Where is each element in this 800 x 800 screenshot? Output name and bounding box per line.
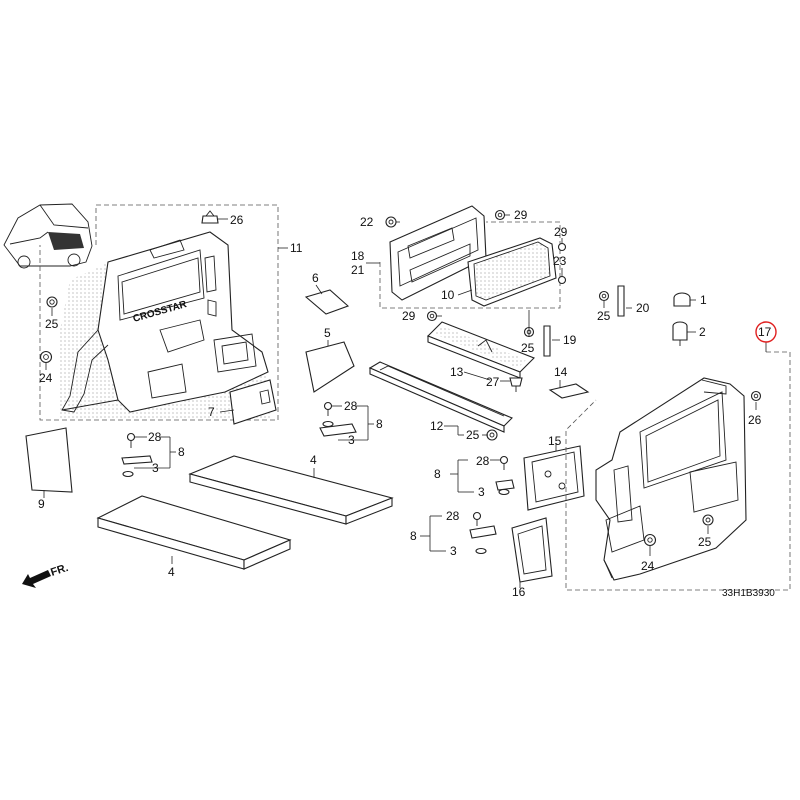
part-24-clip-right bbox=[643, 533, 657, 547]
part-29-23-clip-right bbox=[557, 242, 567, 285]
leader-lines bbox=[278, 214, 767, 556]
front-direction-label: FR. bbox=[49, 562, 70, 579]
part-4-floor-board-rear bbox=[188, 455, 394, 525]
callout-13: 13 bbox=[450, 365, 464, 379]
part-14-cover bbox=[548, 383, 590, 399]
callout-4: 4 bbox=[168, 565, 175, 579]
part-29-clip-top bbox=[494, 209, 506, 221]
part-25-clip-20 bbox=[598, 290, 610, 302]
part-25-clip-right bbox=[702, 514, 714, 526]
callout-17: 17 bbox=[758, 325, 772, 339]
part-4-floor-board-front bbox=[96, 495, 292, 570]
part-17-right-side-lining bbox=[565, 351, 791, 591]
part-13-sill-plate bbox=[427, 321, 535, 379]
part-27-clip bbox=[509, 377, 523, 392]
callout-29: 29 bbox=[514, 208, 528, 222]
callout-25: 25 bbox=[45, 317, 59, 331]
callout-24: 24 bbox=[39, 371, 53, 385]
callout-25: 25 bbox=[597, 309, 611, 323]
callout-28: 28 bbox=[446, 509, 460, 523]
callout-7: 7 bbox=[208, 405, 215, 419]
callout-2: 2 bbox=[699, 325, 706, 339]
callout-11: 11 bbox=[290, 241, 303, 255]
callout-18: 18 bbox=[351, 249, 365, 263]
callout-8: 8 bbox=[376, 417, 383, 431]
callout-29: 29 bbox=[554, 225, 568, 239]
callout-21: 21 bbox=[351, 263, 365, 277]
part-20-strip bbox=[617, 285, 625, 317]
callout-8: 8 bbox=[178, 445, 185, 459]
callout-14: 14 bbox=[554, 365, 568, 379]
callout-25: 25 bbox=[698, 535, 712, 549]
part-11-left-side-lining: CROSSTAR bbox=[39, 204, 279, 421]
part-5-lid bbox=[305, 340, 355, 393]
part-26-clip-left bbox=[201, 210, 228, 224]
callout-26: 26 bbox=[230, 213, 244, 227]
highlight-ring-17 bbox=[755, 321, 777, 343]
callout-3: 3 bbox=[348, 433, 355, 447]
callout-26: 26 bbox=[748, 413, 762, 427]
fastener-group-mid bbox=[319, 401, 374, 441]
front-direction-arrow: FR. bbox=[22, 562, 70, 588]
part-18-21-storage-panel-group bbox=[379, 205, 561, 309]
fastener-group-left bbox=[121, 432, 176, 478]
fastener-group-15 bbox=[450, 455, 515, 496]
callout-28: 28 bbox=[148, 430, 162, 444]
callout-16: 16 bbox=[512, 585, 526, 599]
part-16-side-trim bbox=[511, 517, 553, 588]
part-26-clip-right bbox=[750, 390, 762, 402]
part-12-lower-sill bbox=[368, 361, 513, 433]
part-9-side-trim bbox=[25, 427, 73, 498]
callout-5: 5 bbox=[324, 326, 331, 340]
part-15-panel bbox=[523, 443, 585, 511]
callout-23: 23 bbox=[553, 254, 567, 268]
callout-12: 12 bbox=[430, 419, 444, 433]
callout-19: 19 bbox=[563, 333, 577, 347]
part-22-clip bbox=[385, 216, 397, 228]
callout-24: 24 bbox=[641, 559, 655, 573]
vehicle-thumbnail bbox=[3, 203, 93, 269]
callout-25: 25 bbox=[466, 428, 480, 442]
part-1-socket bbox=[673, 292, 691, 307]
part-6-cover bbox=[304, 284, 350, 315]
callout-28: 28 bbox=[344, 399, 358, 413]
callout-labels: 1 2 3 3 3 3 4 4 5 6 7 8 8 8 8 9 10 11 12… bbox=[38, 208, 772, 599]
fastener-group-lower bbox=[420, 511, 497, 555]
callout-3: 3 bbox=[450, 544, 457, 558]
callout-15: 15 bbox=[548, 434, 562, 448]
callout-29: 29 bbox=[402, 309, 416, 323]
part-25-clip-mid bbox=[486, 429, 498, 441]
part-25-clip-left bbox=[46, 296, 58, 316]
callout-3: 3 bbox=[152, 461, 159, 475]
part-7-panel bbox=[219, 379, 277, 425]
callout-25: 25 bbox=[521, 341, 535, 355]
callout-20: 20 bbox=[636, 301, 650, 315]
callout-6: 6 bbox=[312, 271, 319, 285]
callout-4: 4 bbox=[310, 453, 317, 467]
callout-27: 27 bbox=[486, 375, 500, 389]
callout-25: 28 bbox=[476, 454, 490, 468]
part-24-clip-left bbox=[39, 350, 53, 370]
part-29-clip-lower bbox=[426, 310, 438, 322]
callout-10: 10 bbox=[441, 288, 455, 302]
part-2-socket bbox=[672, 321, 688, 346]
callout-3: 3 bbox=[478, 485, 485, 499]
part-19-strip bbox=[543, 325, 551, 357]
callout-9: 9 bbox=[38, 497, 45, 511]
callout-8: 8 bbox=[410, 529, 417, 543]
callout-22: 22 bbox=[360, 215, 374, 229]
callout-1: 1 bbox=[700, 293, 707, 307]
diagram-code: 33H1B3930 bbox=[722, 588, 775, 599]
callout-8: 8 bbox=[434, 467, 441, 481]
